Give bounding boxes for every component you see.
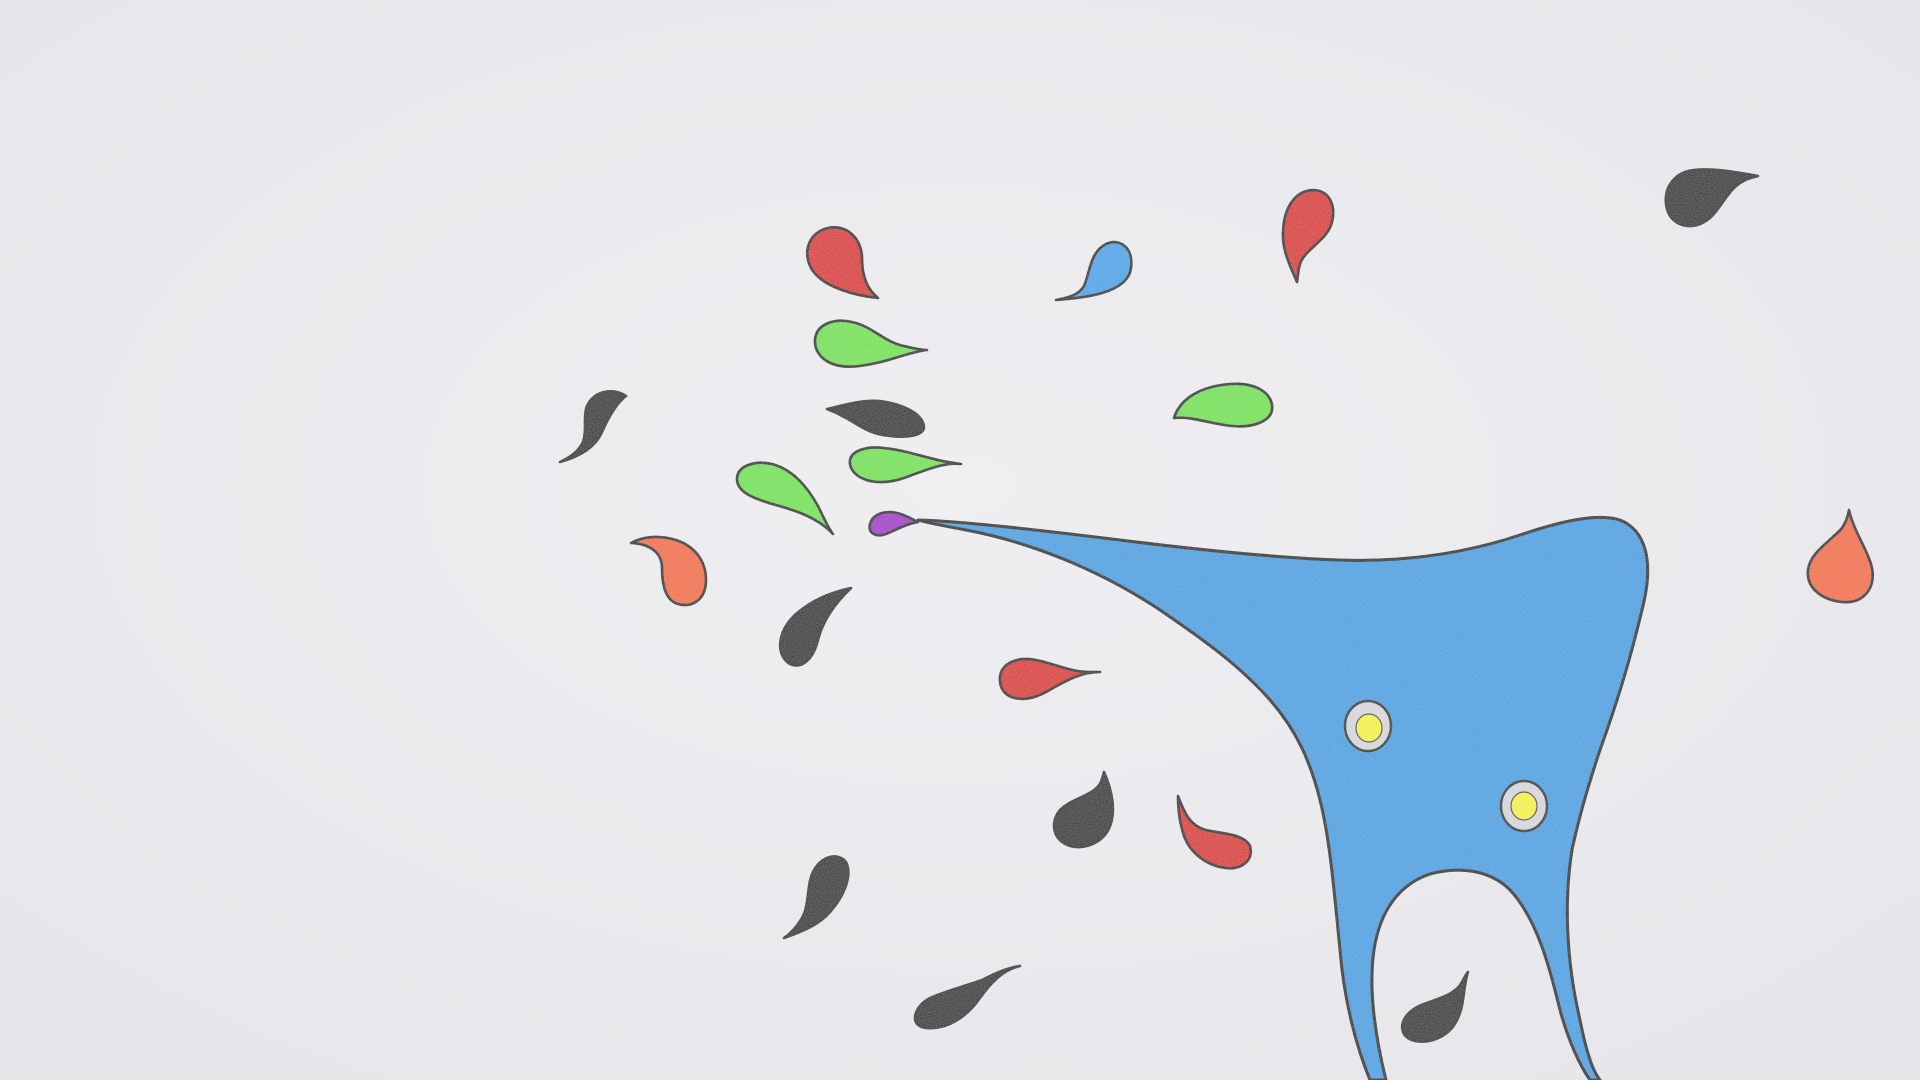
black-drop-6 bbox=[782, 855, 850, 940]
green-drop-4 bbox=[1172, 382, 1274, 428]
black-drop-4 bbox=[778, 586, 853, 667]
creature-eye-right bbox=[1499, 779, 1549, 833]
red-drop-4 bbox=[1176, 794, 1253, 870]
blue-drop bbox=[1054, 240, 1133, 302]
black-drop-7 bbox=[913, 964, 1022, 1030]
purple-drop bbox=[868, 510, 920, 537]
green-drop-2 bbox=[848, 446, 963, 484]
orange-drop-1 bbox=[629, 535, 708, 607]
creature-eye-left bbox=[1343, 699, 1393, 753]
black-drop-1 bbox=[1664, 168, 1760, 228]
green-drop-3 bbox=[735, 461, 835, 536]
orange-drop-2 bbox=[1806, 508, 1874, 604]
red-drop-1 bbox=[806, 226, 880, 300]
creature-body bbox=[916, 515, 1650, 1080]
green-drop-1 bbox=[813, 319, 929, 368]
creature bbox=[916, 515, 1650, 1080]
black-drop-2 bbox=[825, 399, 926, 439]
black-drop-3 bbox=[558, 390, 628, 464]
black-drop-8 bbox=[1401, 970, 1470, 1043]
black-drop-5 bbox=[1052, 770, 1115, 849]
red-drop-3 bbox=[998, 657, 1102, 701]
paint-drops bbox=[558, 168, 1874, 1043]
red-drop-2 bbox=[1281, 188, 1335, 284]
